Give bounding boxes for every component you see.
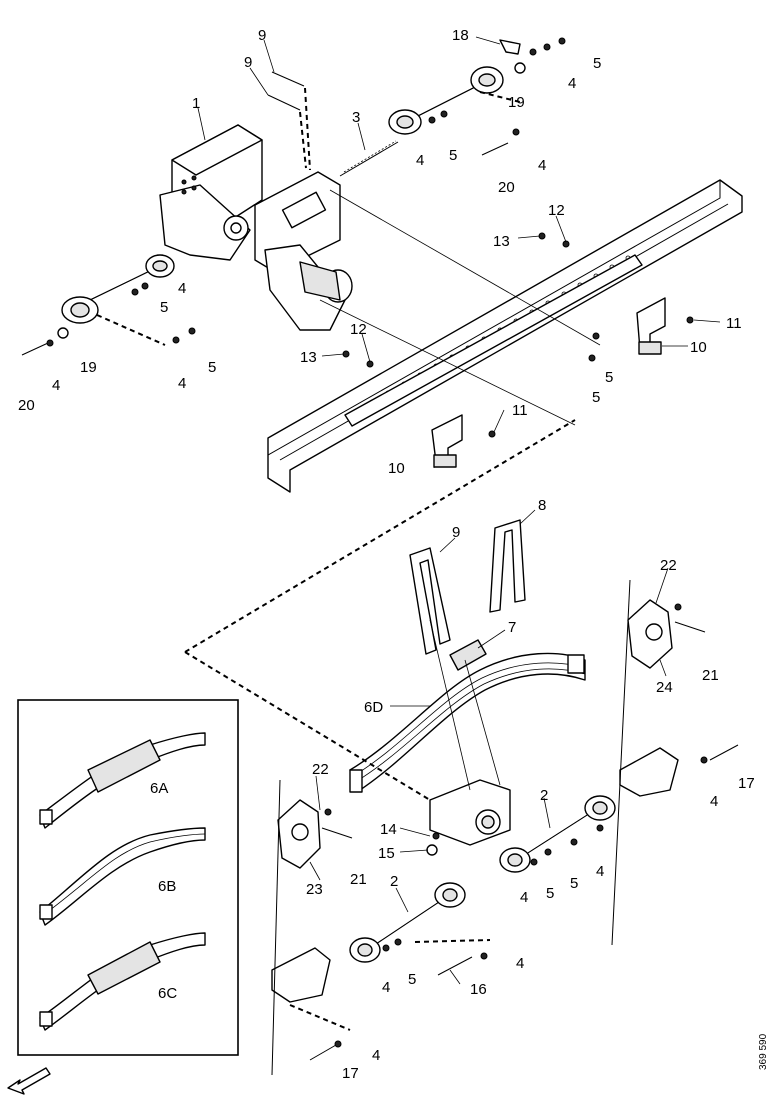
callout-12: 12: [350, 321, 367, 338]
callout-2: 2: [390, 873, 398, 890]
callout-16: 16: [470, 981, 487, 998]
callout-5: 5: [408, 971, 416, 988]
callout-9: 9: [452, 524, 460, 541]
callout-12: 12: [548, 202, 565, 219]
callout-18: 18: [452, 27, 469, 44]
callout-20: 20: [18, 397, 35, 414]
callout-21: 21: [702, 667, 719, 684]
callout-17: 17: [342, 1065, 359, 1082]
callout-11: 11: [512, 402, 528, 419]
leaf-spring-6b: [39, 827, 206, 926]
callout-5: 5: [208, 359, 216, 376]
alternative-springs-inset: [17, 699, 239, 1056]
callout-13: 13: [493, 233, 510, 250]
callout-14: 14: [380, 821, 397, 838]
callout-4: 4: [710, 793, 718, 810]
callout-5: 5: [570, 875, 578, 892]
callout-3: 3: [352, 109, 360, 126]
callout-7: 7: [508, 619, 516, 636]
callout-20: 20: [498, 179, 515, 196]
callout-4: 4: [52, 377, 60, 394]
callout-9: 9: [258, 27, 266, 44]
callout-4: 4: [178, 375, 186, 392]
callout-4: 4: [416, 152, 424, 169]
callout-15: 15: [378, 845, 395, 862]
callout-4: 4: [596, 863, 604, 880]
axle-seat: [426, 779, 511, 856]
callout-23: 23: [306, 881, 323, 898]
leader-lines: [197, 36, 721, 985]
callout-6a: 6A: [150, 780, 168, 797]
leaf-spring-6a: [39, 732, 206, 829]
callout-9: 9: [244, 54, 252, 71]
upper-connector-lines: [96, 87, 601, 426]
callout-22: 22: [312, 761, 329, 778]
reference-number: 369 590: [758, 1033, 769, 1070]
frame-rail: [267, 179, 743, 493]
callout-5: 5: [605, 369, 613, 386]
lower-bolts: [271, 579, 739, 1076]
lower-connector-lines: [184, 419, 576, 1031]
upper-torque-rod-rear: [388, 66, 504, 135]
callout-10: 10: [388, 460, 405, 477]
callout-5: 5: [593, 55, 601, 72]
spring-seat-pad: [449, 639, 487, 671]
callout-4: 4: [538, 157, 546, 174]
callout-6c: 6C: [158, 985, 177, 1002]
callout-5: 5: [592, 389, 600, 406]
leaf-spring-6c: [39, 932, 206, 1031]
callout-4: 4: [520, 889, 528, 906]
callout-5: 5: [546, 885, 554, 902]
callout-4: 4: [372, 1047, 380, 1064]
callout-17: 17: [738, 775, 755, 792]
callout-5: 5: [449, 147, 457, 164]
callout-6b: 6B: [158, 878, 176, 895]
lower-brackets: [271, 599, 679, 1003]
callout-13: 13: [300, 349, 317, 366]
front-direction-arrow-icon: [7, 1067, 51, 1095]
callout-labels: 1 3 9 9 18 5 4 19 4 5 4 20 12 13 4 5 12 …: [18, 27, 755, 1082]
callout-24: 24: [656, 679, 673, 696]
leaf-spring-6d: [349, 652, 586, 793]
callout-5: 5: [160, 299, 168, 316]
callout-2: 2: [540, 787, 548, 804]
upper-torque-rod-front: [61, 254, 175, 324]
callout-11: 11: [726, 315, 742, 332]
callout-4: 4: [516, 955, 524, 972]
callout-1: 1: [192, 95, 200, 112]
callout-4: 4: [178, 280, 186, 297]
callout-6d: 6D: [364, 699, 383, 716]
lower-torque-rods: [349, 795, 616, 963]
callout-19: 19: [80, 359, 97, 376]
callout-19: 19: [508, 94, 525, 111]
u-bolts: [409, 519, 526, 655]
callout-22: 22: [660, 557, 677, 574]
callout-10: 10: [690, 339, 707, 356]
threaded-rod: [339, 140, 399, 177]
bogie-bracket-assembly: [159, 124, 353, 331]
callout-8: 8: [538, 497, 546, 514]
crossmember-brackets: [431, 297, 666, 468]
callout-4: 4: [382, 979, 390, 996]
callout-4: 4: [568, 75, 576, 92]
upper-small-hardware: [21, 37, 694, 438]
callout-21: 21: [350, 871, 367, 888]
